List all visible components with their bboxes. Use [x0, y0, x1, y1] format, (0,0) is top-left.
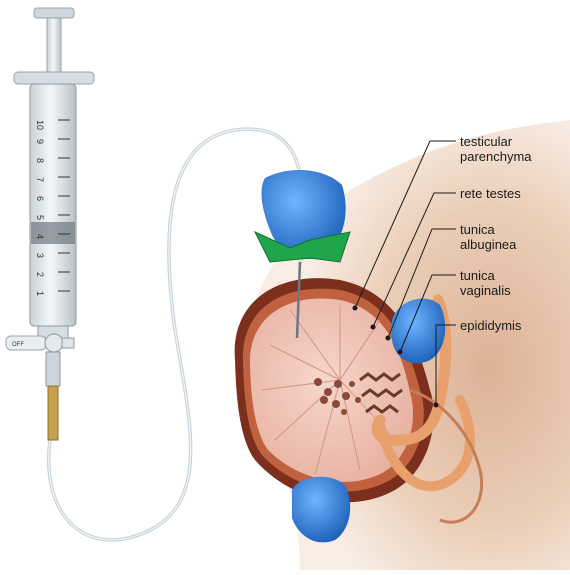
- label-rete-testes: rete testes: [460, 186, 521, 201]
- scale-mark-label: 1: [35, 291, 45, 296]
- scale-marks: 10 9 8 7 6 5 4 3 2 1: [35, 119, 70, 296]
- needle-hub-clip: [253, 230, 351, 263]
- needle: [295, 261, 302, 339]
- label-epididymis: epididymis: [460, 318, 522, 333]
- glove-right: [392, 298, 446, 364]
- scale-mark-label: 3: [35, 253, 45, 258]
- scale-mark-label: 6: [35, 196, 45, 201]
- rete-testes-mesh: [314, 378, 361, 415]
- scale-mark-label: 7: [35, 177, 45, 182]
- scale-mark-label: 8: [35, 158, 45, 163]
- scale-mark-label: 9: [35, 139, 45, 144]
- scale-mark-label: 2: [35, 272, 45, 277]
- scale-mark-label: 10: [35, 120, 45, 130]
- syringe: 10 9 8 7 6 5 4 3 2 1 OFF: [5, 7, 95, 441]
- scale-mark-label: 4: [35, 234, 45, 239]
- leader-lines: [352, 140, 456, 408]
- scale-mark-label: 5: [35, 215, 45, 220]
- glove-bottom: [292, 476, 351, 543]
- label-testicular-parenchyma: testicular parenchyma: [460, 134, 532, 164]
- label-tunica-vaginalis: tunica vaginalis: [460, 268, 511, 298]
- stopcock-off-text: OFF: [12, 342, 24, 348]
- label-tunica-albuginea: tunica albuginea: [460, 222, 517, 252]
